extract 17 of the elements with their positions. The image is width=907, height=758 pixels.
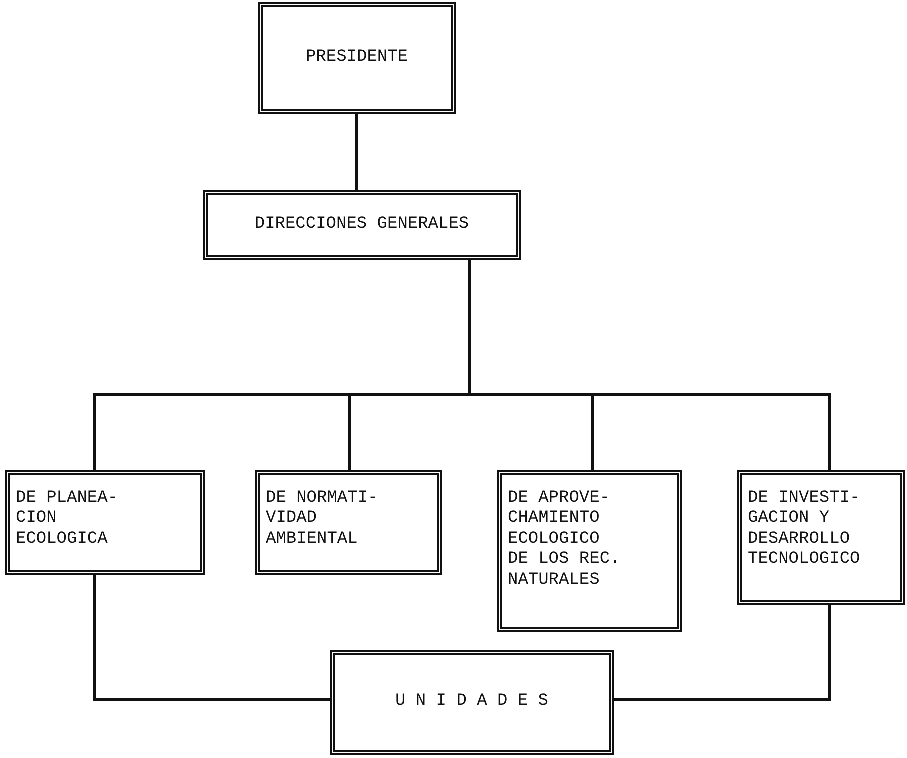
connector-line: [94, 575, 330, 702]
connector-line: [614, 605, 832, 702]
org-box: [737, 470, 905, 605]
org-box: [203, 190, 521, 260]
box-label: DE INVESTI- GACION Y DESARROLLO TECNOLOGICO: [748, 489, 862, 571]
org-box: [5, 470, 205, 575]
connector-line: [356, 114, 358, 190]
box-label: PRESIDENTE: [306, 48, 408, 68]
box-label: DE PLANEA- CION ECOLOGICA: [16, 489, 120, 550]
box-label: DE NORMATI- VIDAD AMBIENTAL: [266, 489, 380, 550]
org-box: [255, 470, 442, 575]
box-label: DE APROVE- CHAMIENTO ECOLOGICO DE LOS REC. NATURALES: [508, 489, 620, 591]
org-box: [497, 470, 682, 632]
org-box: [258, 2, 456, 114]
org-box: [330, 650, 614, 755]
box-label: U N I D A D E S: [395, 692, 549, 713]
box-label: DIRECCIONES GENERALES: [254, 214, 470, 236]
